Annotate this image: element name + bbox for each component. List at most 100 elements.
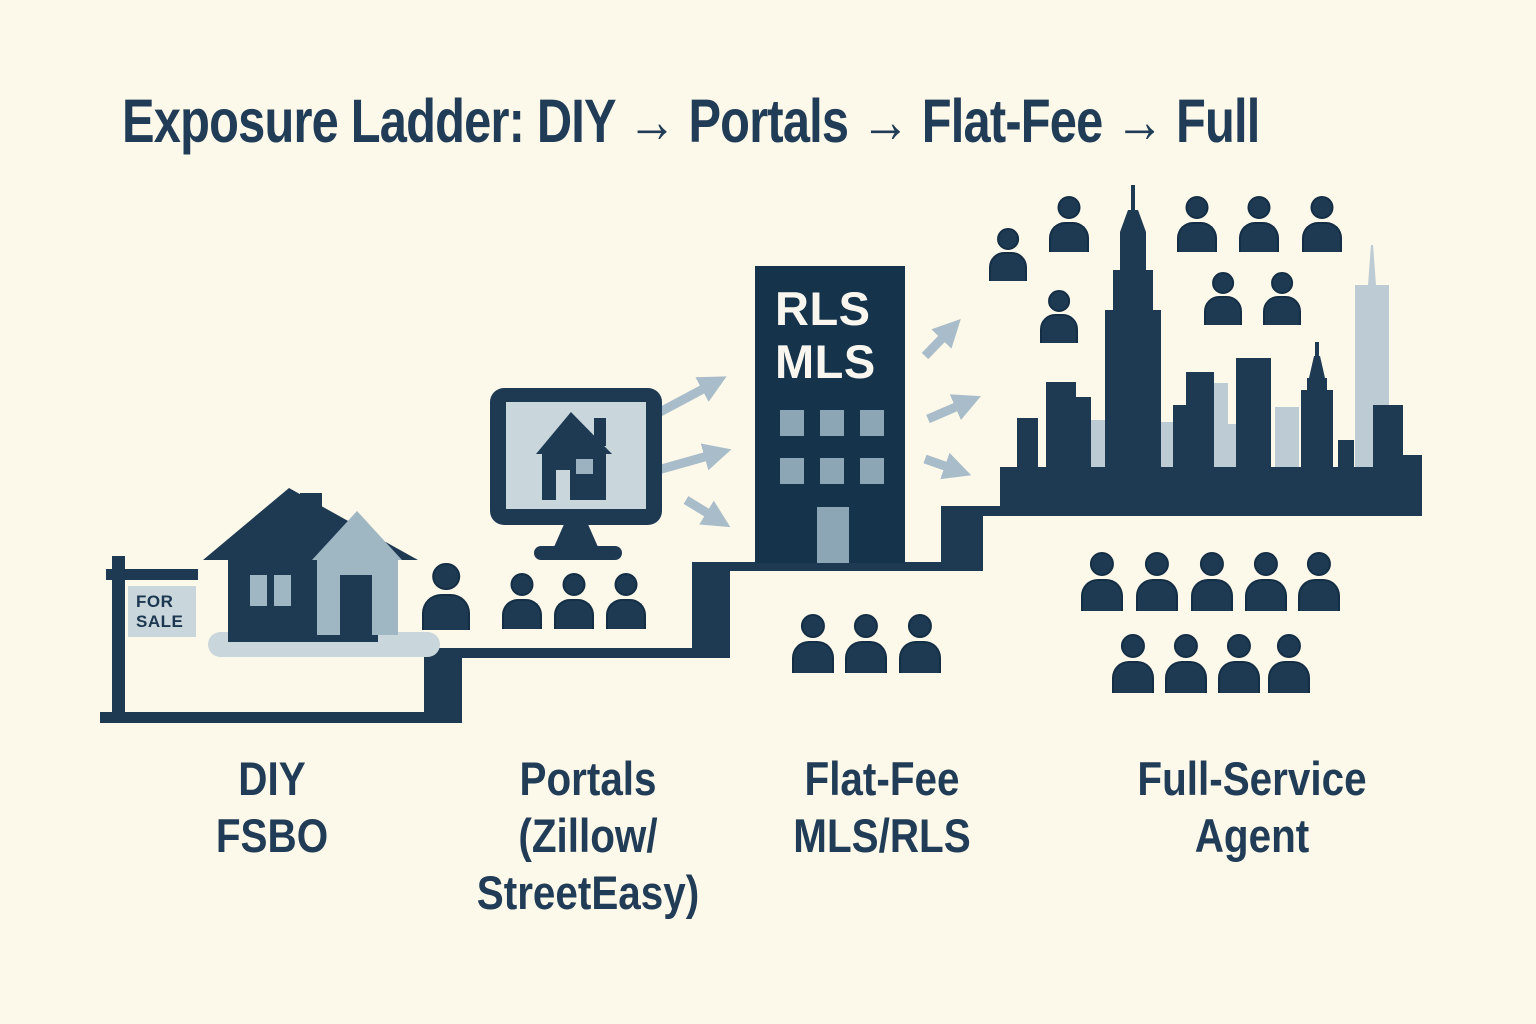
mls-label-line1: RLS	[775, 282, 871, 335]
building-door-icon	[817, 507, 849, 563]
sign-post-pole	[112, 556, 125, 722]
arrow-icon	[926, 394, 981, 424]
arrow-icon	[683, 496, 731, 528]
stage-label-portals: Portals (Zillow/ StreetEasy)	[407, 750, 768, 921]
person-icon	[1049, 196, 1089, 252]
building-window-icon	[820, 410, 844, 436]
stage-label-line: StreetEasy)	[476, 866, 700, 919]
arrow-icon	[923, 452, 972, 480]
person-head	[510, 573, 534, 596]
person-head	[1310, 196, 1334, 219]
person-body	[1177, 222, 1217, 252]
listing-house-window-icon	[576, 459, 593, 474]
stage-label-line: Full-Service	[1137, 752, 1367, 805]
person-icon	[899, 614, 941, 673]
ladder-level-1	[452, 648, 707, 658]
person-body	[899, 641, 941, 673]
stage-label-line: MLS/RLS	[793, 809, 971, 862]
arrows-portals-to-mls	[656, 376, 732, 528]
person-body	[1268, 661, 1310, 693]
person-body	[606, 599, 646, 629]
person-body	[1136, 579, 1178, 611]
ladder-level-0	[100, 712, 460, 723]
person-icon	[1081, 552, 1123, 611]
house-window-icon	[274, 575, 291, 606]
person-icon	[1239, 196, 1279, 252]
person-body	[1245, 579, 1287, 611]
person-body	[1263, 296, 1301, 325]
person-head	[997, 227, 1019, 250]
building-window-icon	[860, 458, 884, 484]
person-body	[554, 599, 594, 629]
person-head	[853, 614, 879, 639]
mls-building-icon: RLS MLS	[755, 266, 905, 563]
arrow-icon	[656, 443, 732, 475]
stage-label-flat-fee: Flat-Fee MLS/RLS	[701, 750, 1062, 864]
building-window-icon	[860, 410, 884, 436]
person-head	[614, 573, 638, 596]
person-head	[800, 614, 826, 639]
person-icon	[845, 614, 887, 673]
person-icon	[1191, 552, 1233, 611]
ladder-step-2	[692, 562, 730, 658]
person-head	[1048, 289, 1070, 312]
person-body	[1049, 222, 1089, 252]
building-window-icon	[820, 458, 844, 484]
skyline-dark-silhouette	[1000, 185, 1422, 512]
page-title: Exposure Ladder: DIY → Portals → Flat-Fe…	[122, 87, 1260, 155]
person-icon	[502, 573, 542, 629]
person-icon	[422, 562, 470, 630]
person-head	[432, 562, 460, 591]
arrows-mls-to-market	[921, 318, 981, 480]
person-icon	[1136, 552, 1178, 611]
person-icon	[792, 614, 834, 673]
ladder-step-3	[941, 506, 983, 571]
person-head	[1276, 634, 1302, 659]
person-head	[1271, 271, 1293, 294]
stage-label-line: (Zillow/	[518, 809, 658, 862]
person-head	[907, 614, 933, 639]
mls-building-label: RLS MLS	[775, 282, 876, 388]
person-icon	[1263, 271, 1301, 325]
person-icon	[554, 573, 594, 629]
person-icon	[1177, 196, 1217, 252]
person-head	[1226, 634, 1252, 659]
person-icon	[989, 227, 1027, 281]
person-head	[1120, 634, 1146, 659]
person-body	[1239, 222, 1279, 252]
person-icon	[1298, 552, 1340, 611]
person-head	[562, 573, 586, 596]
listing-house-chimney-icon	[594, 418, 606, 446]
person-body	[1298, 579, 1340, 611]
stage-label-line: FSBO	[215, 809, 329, 862]
person-icon	[1040, 289, 1078, 343]
city-skyline-icon	[1000, 185, 1422, 512]
listing-house-body-icon	[542, 452, 606, 500]
person-head	[1253, 552, 1279, 577]
person-body	[502, 599, 542, 629]
person-body	[1040, 314, 1078, 343]
for-sale-line2: SALE	[136, 612, 184, 631]
stage-label-diy-fsbo: DIY FSBO	[91, 750, 452, 864]
person-icon	[606, 573, 646, 629]
person-head	[1089, 552, 1115, 577]
person-head	[1199, 552, 1225, 577]
fsbo-house-icon	[200, 485, 445, 660]
person-icon	[1218, 634, 1260, 693]
arrow-icon	[921, 318, 961, 360]
person-icon	[1268, 634, 1310, 693]
person-body	[1218, 661, 1260, 693]
for-sale-sign: FOR SALE	[128, 586, 196, 637]
stage-label-line: Portals	[519, 752, 657, 805]
monitor-stand	[554, 525, 598, 547]
stage-label-line: Agent	[1194, 809, 1310, 862]
person-body	[845, 641, 887, 673]
person-icon	[1204, 271, 1242, 325]
portal-monitor-icon	[490, 388, 662, 563]
mls-label-line2: MLS	[775, 335, 876, 388]
person-body	[1081, 579, 1123, 611]
monitor-base	[534, 546, 622, 560]
sign-post-crossbar	[106, 569, 198, 580]
person-body	[422, 593, 470, 630]
